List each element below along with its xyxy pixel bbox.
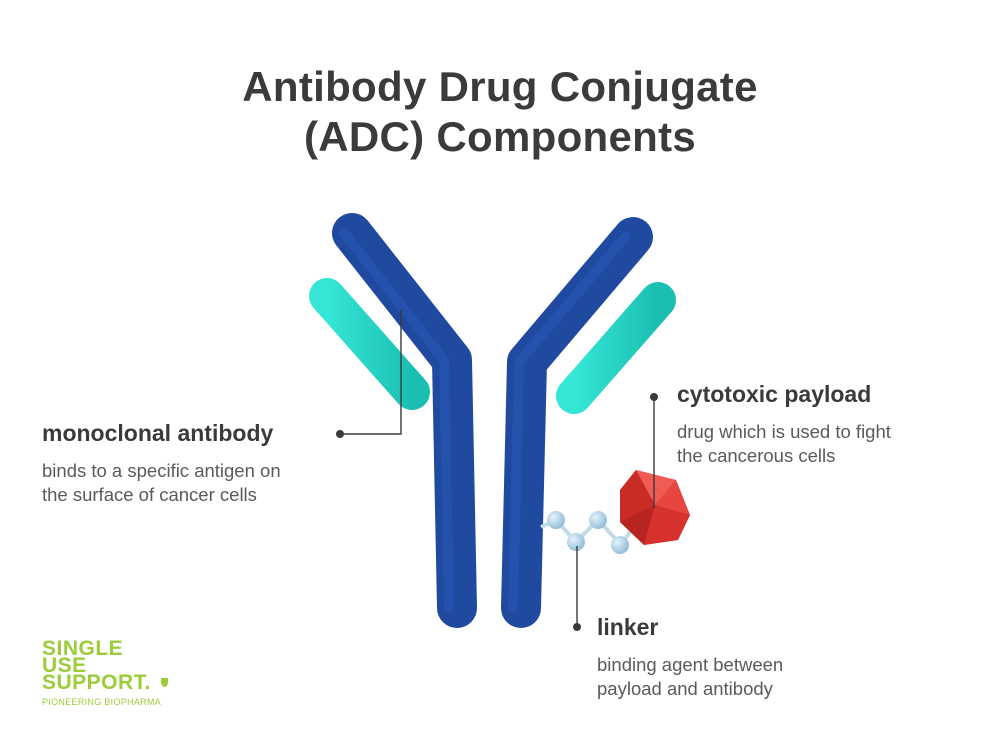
linker-heading: linker	[597, 614, 659, 640]
monoclonal-antibody-description: binds to a specific antigen on the surfa…	[42, 459, 372, 507]
linker-label: linker binding agent between payload and…	[597, 614, 897, 701]
logo-line-2: USE	[42, 654, 87, 677]
leader-linker	[573, 546, 581, 631]
linker-bead	[567, 533, 585, 551]
linker-bead	[589, 511, 607, 529]
linker-chain	[540, 508, 647, 554]
title-line-1: Antibody Drug Conjugate	[242, 63, 758, 110]
desc-line: the surface of cancer cells	[42, 484, 257, 505]
single-use-support-logo: SINGLE USE SUPPORT. PIONEERING BIOPHARMA	[42, 637, 169, 707]
desc-line: drug which is used to fight	[677, 421, 891, 442]
linker-bead	[611, 536, 629, 554]
title-line-2: (ADC) Components	[303, 113, 697, 160]
logo-line-3: SUPPORT.	[42, 671, 169, 694]
payload-polyhedron-icon	[620, 470, 690, 545]
cytotoxic-payload-heading: cytotoxic payload	[677, 381, 872, 407]
leader-monoclonal	[336, 310, 402, 438]
logo-line-1: SINGLE	[42, 637, 124, 660]
logo-tagline: PIONEERING BIOPHARMA	[42, 697, 162, 707]
logo-line-3-text: SUPPORT.	[42, 671, 152, 694]
desc-line: payload and antibody	[597, 678, 773, 699]
heavy-chain-left	[332, 213, 477, 628]
light-chain-left	[309, 278, 430, 410]
desc-line: binding agent between	[597, 654, 784, 675]
cytotoxic-payload-description: drug which is used to fight the cancerou…	[677, 420, 987, 468]
light-chain-right	[556, 282, 676, 414]
monoclonal-antibody-label: monoclonal antibody binds to a specific …	[42, 420, 372, 507]
desc-line: the cancerous cells	[677, 445, 836, 466]
cytotoxic-payload-label: cytotoxic payload drug which is used to …	[677, 381, 987, 468]
desc-line: binds to a specific antigen on	[42, 460, 281, 481]
leader-payload	[650, 393, 658, 508]
monoclonal-antibody-heading: monoclonal antibody	[42, 420, 274, 446]
linker-description: binding agent between payload and antibo…	[597, 653, 897, 701]
page-title: Antibody Drug Conjugate (ADC) Components	[0, 62, 1000, 162]
shield-icon	[161, 678, 169, 687]
linker-bead	[547, 511, 565, 529]
heavy-chain-right	[501, 217, 653, 628]
